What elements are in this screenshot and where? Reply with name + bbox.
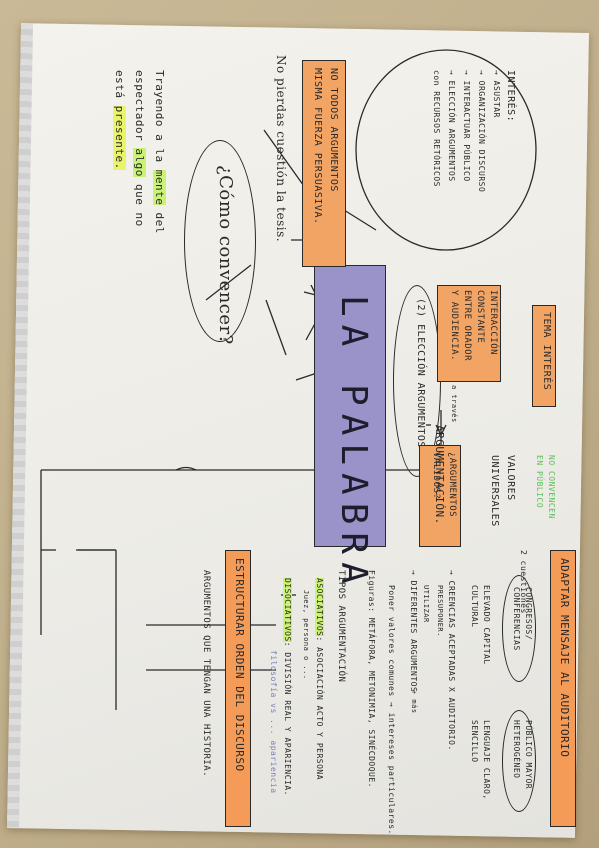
argumentos-historia-text: ARGUMENTOS QUE TENGAN UNA HISTORIA. (201, 570, 211, 778)
intro-highlight-presente: presente. (113, 105, 126, 170)
no-todos-box (302, 60, 346, 267)
tema-interes-text: TEMA INTERÉS (541, 312, 552, 391)
adaptar-text: ADAPTAR MENSAJE AL AUDITORIO (558, 558, 571, 758)
interes-title: INTERÉS: (505, 70, 516, 123)
mind-map: Trayendo a la mente del espectador algo … (26, 30, 586, 835)
lenguaje-line-2: SENCILLO (470, 720, 479, 763)
no-convencen-line-1: NO CONVENCEN (547, 455, 556, 519)
interes-item-4: → ELECCIÓN ARGUMENTOS (447, 70, 456, 182)
intro-line-1: Trayendo a la mente del (153, 70, 166, 234)
eleccion-text: (2) ELECCIÓN ARGUMENTOS (415, 298, 426, 448)
intro-highlight-mente: mente (153, 169, 166, 206)
interes-item-2: → ORGANIZACIÓN DISCURSO (477, 70, 486, 193)
no-todos-line-1: NO TODOS ARGUMENTOS (328, 68, 339, 192)
intro-text-espectador: espectador (133, 70, 146, 142)
publico-line-1: PÚBLICO MAYOR (524, 720, 533, 790)
intro-line-2: espectador algo que no (133, 70, 146, 227)
intro-highlight-algo: algo (133, 148, 146, 177)
congresos-line-1: CONGRESOS/ (524, 587, 533, 641)
elevado-line-1: ELEVADO CAPITAL (482, 585, 491, 665)
lenguaje-line-1: LENGUAJE CLARO, (482, 720, 491, 800)
interaccion-line-2: CONSTANTE (475, 290, 485, 344)
figuras-text: Figuras: METÁFORA, METONIMIA, SINÉCDOQUE… (367, 570, 376, 788)
creencias-text: → CREENCIAS ACEPTADAS X AUDITORIO. (447, 570, 456, 751)
valores-line-1: VALORES (505, 455, 516, 501)
elevado-line-2: CULTURAL (470, 585, 479, 628)
congresos-line-2: CONFERENCIAS (512, 587, 521, 651)
disociativos-highlight: DISOCIATIVOS (283, 578, 292, 642)
interaccion-line-3: ENTRE ORADOR (462, 290, 472, 362)
interaccion-line-1: INTERACCIÓN (488, 290, 498, 356)
interaccion-line-4: Y AUDIENCIA. (449, 290, 459, 362)
no-convencen-line-2: EN PÚBLICO (535, 455, 544, 509)
argumentos-validos-line-1: ¿ARGUMENTOS (447, 452, 457, 518)
diferentes-text: → DIFERENTES ARGUMENTOS (409, 570, 418, 693)
asociativos-row: ASOCIATIVOS: ASOCIACIÓN ACTO Y PERSONA (315, 578, 324, 780)
intro-text-del: del (153, 212, 166, 234)
juez-text: Juez, persona o ... (302, 590, 310, 680)
asociativos-rest: : ASOCIACIÓN ACTO Y PERSONA (315, 636, 324, 781)
no-pierdas-text: No pierdas cuestión la tesis. (274, 55, 288, 243)
argumentacion-text: ARGUMENTACIÓN. (433, 425, 446, 525)
disociativos-row: DISOCIATIVOS: DIVISIÓN REAL Y APARIENCIA… (283, 578, 292, 796)
como-convencer-text: ¿Cómo convencer? (215, 165, 236, 345)
a-traves-text: a través (450, 385, 458, 423)
intro-text-que-no: que no (133, 183, 146, 227)
poner-valores-text: Poner valores comunes → intereses partic… (387, 585, 396, 835)
interes-item-5: con RECURSOS RETÓRICOS (432, 70, 441, 187)
intro-text-1: Trayendo a la (153, 70, 166, 163)
disociativos-note: filosofía vs ... apariencia (269, 650, 278, 794)
presuponer-text: PRESUPONER. (436, 585, 444, 637)
valores-line-2: UNIVERSALES (489, 455, 500, 527)
interes-item-3: → INTERACTUAR PÚBLICO (462, 70, 471, 182)
interes-item-1: → ASUSTAR (492, 70, 501, 118)
tipos-text: TIPOS ARGUMENTACIÓN (336, 570, 346, 683)
disociativos-rest: : DIVISIÓN REAL Y APARIENCIA. (283, 641, 292, 796)
intro-text-esta: está (113, 70, 126, 99)
no-todos-line-2: MISMA FUERZA PERSUASIVA. (312, 68, 323, 225)
mas-text: + más (410, 690, 418, 714)
estructurar-text: ESTRUCTURAR ORDEN DEL DISCURSO (233, 558, 246, 772)
utilizar-text: UTILIZAR (422, 585, 430, 623)
intro-line-3: está presente. (113, 70, 126, 170)
asociativos-highlight: ASOCIATIVOS (315, 578, 324, 637)
main-title: LA PALABRA (333, 295, 374, 592)
publico-line-2: HETEROGÉNEO (512, 720, 521, 779)
